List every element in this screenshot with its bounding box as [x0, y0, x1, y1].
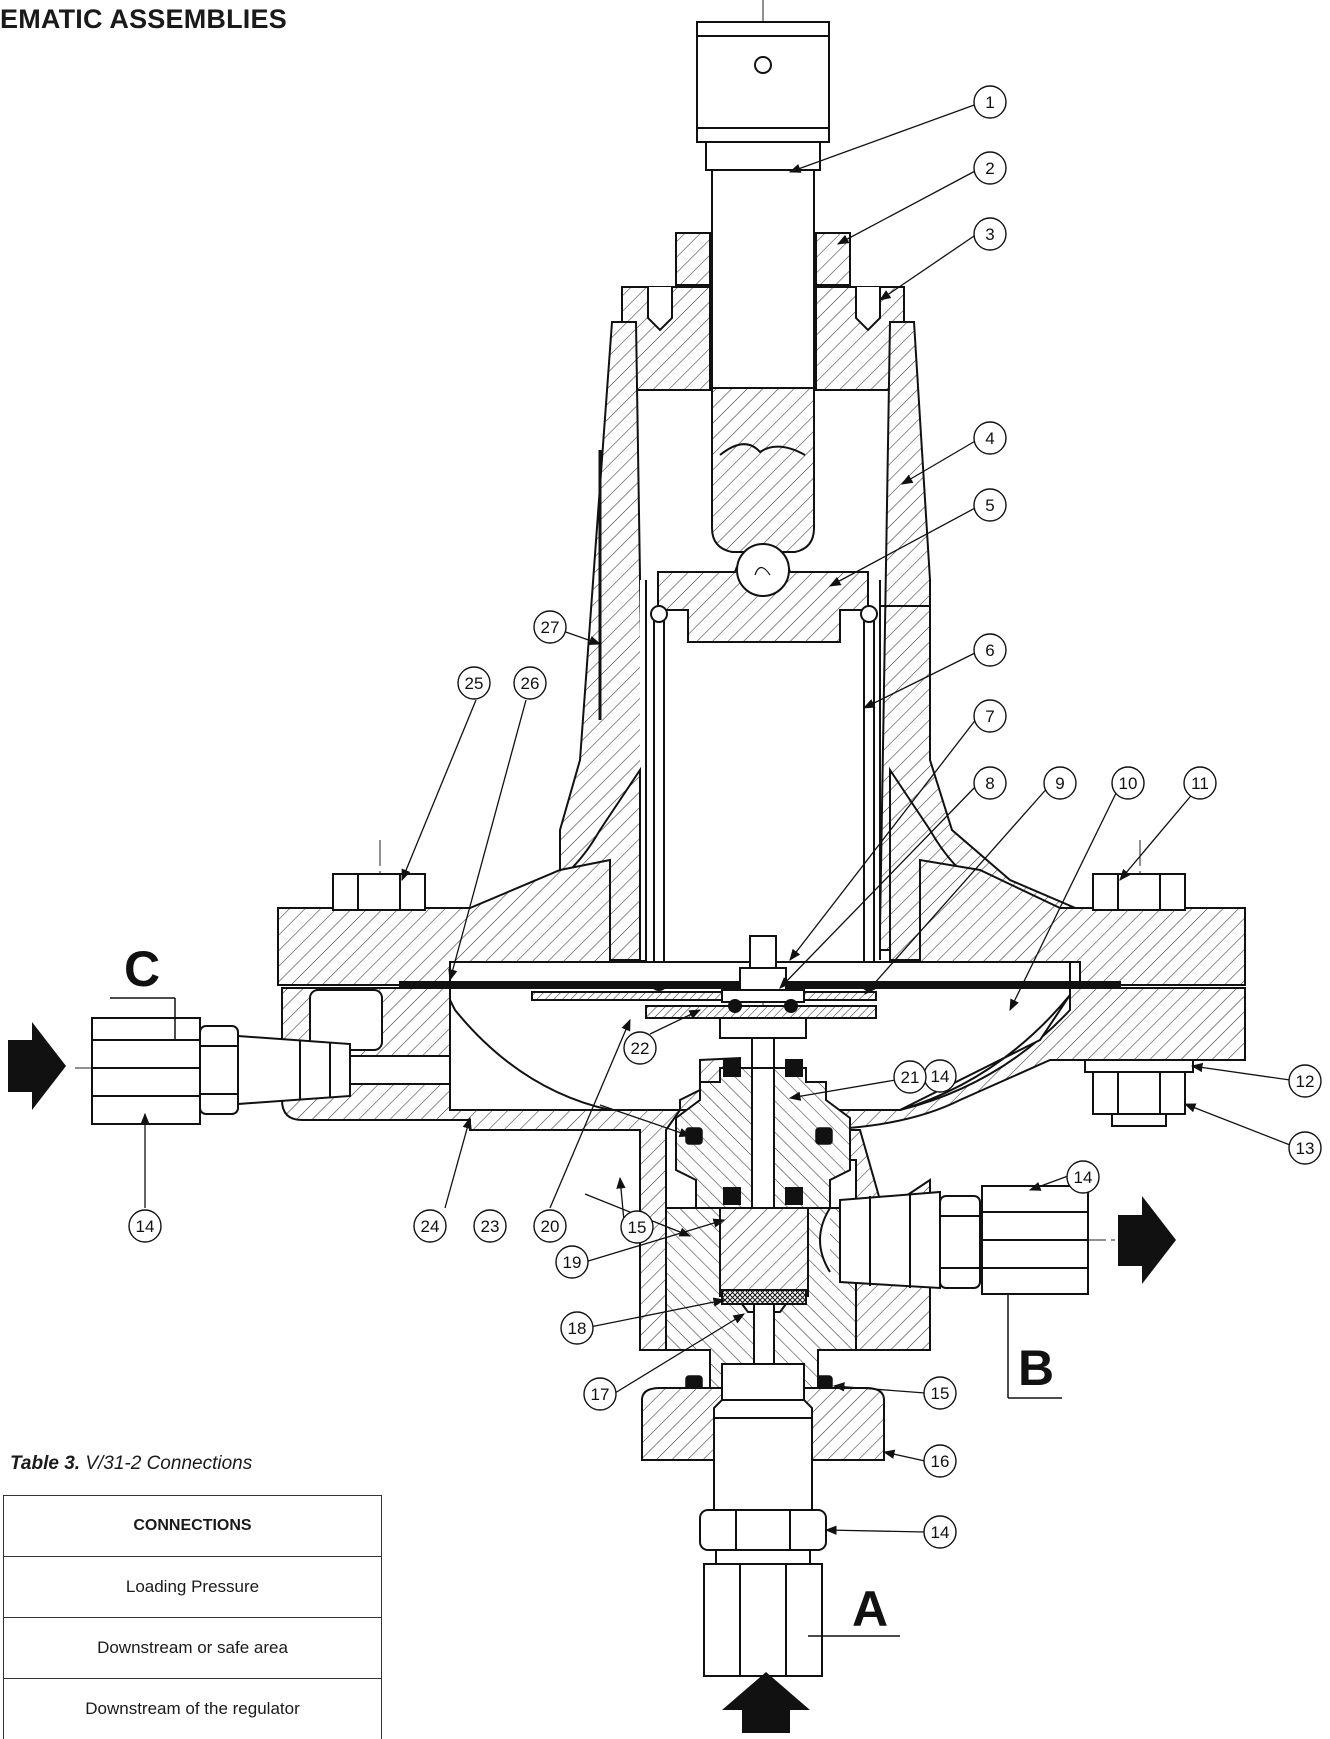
svg-text:23: 23: [481, 1217, 500, 1236]
svg-text:18: 18: [568, 1319, 587, 1338]
table-caption: Table 3. V/31-2 Connections: [10, 1453, 252, 1475]
svg-text:20: 20: [541, 1217, 560, 1236]
callout-4: 4: [974, 422, 1006, 454]
bottom-cap: [642, 1364, 884, 1510]
table-cell: Downstream of the regulator: [4, 1679, 382, 1739]
svg-text:13: 13: [1296, 1139, 1315, 1158]
svg-text:17: 17: [591, 1385, 610, 1404]
callout-17: 17: [584, 1378, 616, 1410]
connections-table: CONNECTIONS Loading Pressure Downstream …: [3, 1495, 382, 1739]
svg-text:8: 8: [985, 774, 994, 793]
table-row: Downstream of the regulator: [4, 1679, 382, 1739]
svg-text:25: 25: [465, 674, 484, 693]
table-row: Downstream or safe area: [4, 1618, 382, 1679]
table-row: Loading Pressure: [4, 1557, 382, 1618]
table-header: CONNECTIONS: [4, 1496, 382, 1557]
callout-19: 19: [556, 1246, 588, 1278]
callout-14-a: 14: [924, 1516, 956, 1548]
callout-2: 2: [974, 152, 1006, 184]
callout-27: 27: [534, 611, 566, 643]
callout-16: 16: [924, 1445, 956, 1477]
callout-14-c: 14: [129, 1210, 161, 1242]
svg-text:10: 10: [1119, 774, 1138, 793]
table-header-row: CONNECTIONS: [4, 1496, 382, 1557]
fitting-a: [700, 1510, 826, 1676]
svg-text:4: 4: [985, 429, 994, 448]
svg-text:19: 19: [563, 1253, 582, 1272]
fitting-b: [820, 1186, 1088, 1294]
svg-text:2: 2: [985, 159, 994, 178]
callout-13: 13: [1289, 1132, 1321, 1164]
svg-text:9: 9: [1055, 774, 1064, 793]
svg-text:21: 21: [901, 1068, 920, 1087]
callout-11: 11: [1184, 767, 1216, 799]
callout-24: 24: [414, 1210, 446, 1242]
callout-7: 7: [974, 700, 1006, 732]
callout-20: 20: [534, 1210, 566, 1242]
svg-text:7: 7: [985, 707, 994, 726]
adjusting-screw: [706, 142, 820, 552]
valve-cartridge: [676, 1060, 850, 1230]
callout-5: 5: [974, 489, 1006, 521]
callout-12: 12: [1289, 1065, 1321, 1097]
svg-text:3: 3: [985, 225, 994, 244]
svg-text:1: 1: [985, 93, 994, 112]
table-cell: Downstream or safe area: [4, 1618, 382, 1679]
svg-text:14: 14: [931, 1523, 950, 1542]
svg-text:27: 27: [541, 618, 560, 637]
callout-22: 22: [624, 1032, 656, 1064]
table-cell: Loading Pressure: [4, 1557, 382, 1618]
inlet-arrow-a: [722, 1672, 810, 1733]
callout-15-lower: 15: [924, 1377, 956, 1409]
callout-26: 26: [514, 667, 546, 699]
svg-text:12: 12: [1296, 1072, 1315, 1091]
upper-spring-plate: [658, 544, 868, 642]
port-label-b: B: [1018, 1340, 1054, 1396]
outlet-arrow-b: [1118, 1196, 1176, 1284]
callout-1: 1: [974, 86, 1006, 118]
callout-14-b: 14: [1067, 1161, 1099, 1193]
port-label-a: A: [852, 1581, 888, 1637]
svg-text:15: 15: [628, 1218, 647, 1237]
callout-10: 10: [1112, 767, 1144, 799]
svg-text:26: 26: [521, 674, 540, 693]
svg-text:16: 16: [931, 1452, 950, 1471]
callout-25: 25: [458, 667, 490, 699]
table-caption-text: V/31-2 Connections: [80, 1453, 252, 1474]
svg-text:14: 14: [136, 1217, 155, 1236]
adjusting-screw-nut: [697, 22, 829, 142]
callout-3: 3: [974, 218, 1006, 250]
callout-18: 18: [561, 1312, 593, 1344]
callout-8: 8: [974, 767, 1006, 799]
callout-14-stem: 14: [924, 1060, 956, 1092]
callout-23: 23: [474, 1210, 506, 1242]
callout-15-upper: 15: [621, 1211, 653, 1243]
svg-text:15: 15: [931, 1384, 950, 1403]
svg-text:11: 11: [1191, 774, 1209, 793]
svg-text:5: 5: [985, 496, 994, 515]
svg-text:14: 14: [1074, 1168, 1093, 1187]
port-label-c: C: [124, 941, 160, 997]
svg-text:22: 22: [631, 1039, 650, 1058]
callout-6: 6: [974, 634, 1006, 666]
svg-text:14: 14: [931, 1067, 950, 1086]
svg-text:24: 24: [421, 1217, 440, 1236]
inlet-arrow-c: [8, 1022, 66, 1110]
table-caption-number: Table 3.: [10, 1453, 80, 1474]
callout-21: 21: [894, 1061, 926, 1093]
svg-text:6: 6: [985, 641, 994, 660]
callout-9: 9: [1044, 767, 1076, 799]
